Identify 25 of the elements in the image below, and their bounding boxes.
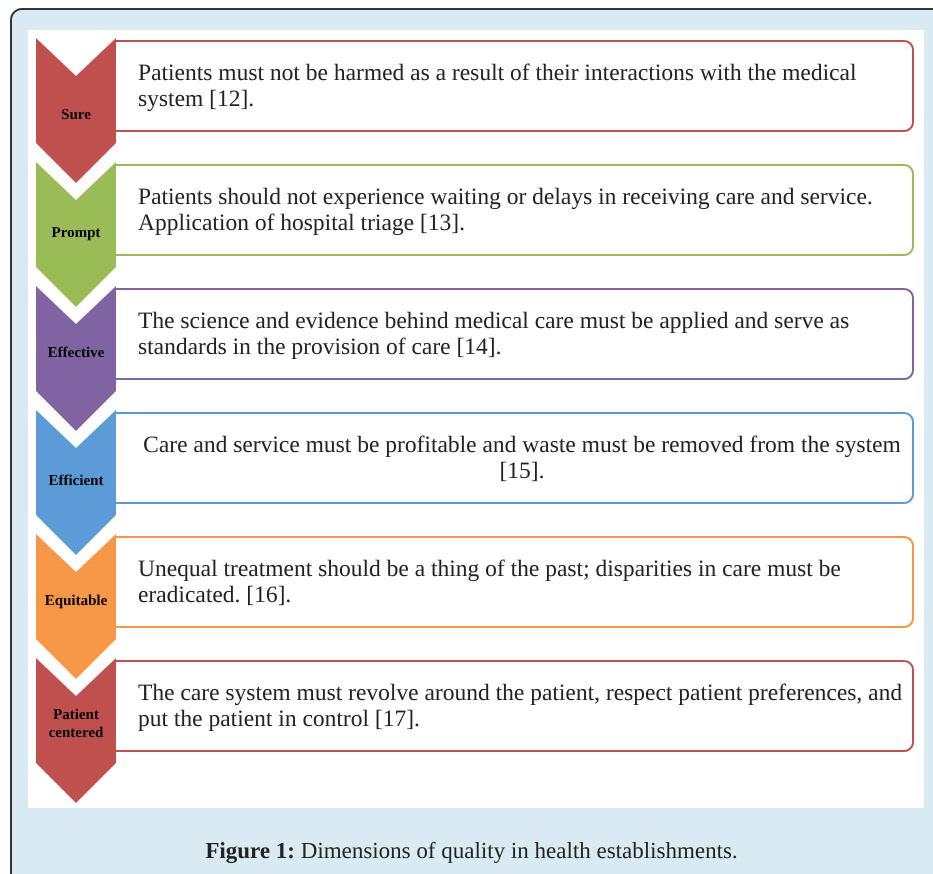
description-text: The science and evidence behind medical care must be applied and serve as standards in the provision of care [14].: [138, 308, 850, 360]
chevron-banner: [36, 38, 116, 183]
description-box: [116, 660, 914, 752]
chevron-banner: [36, 162, 116, 307]
chevron-banner: [36, 534, 116, 679]
figure-caption: Figure 1: Dimensions of quality in health establishments.: [204, 837, 739, 866]
description-text: Care and service must be profitable and waste must be removed from the system [15].: [142, 432, 902, 484]
description-box: [116, 164, 914, 256]
chevron-banner: [36, 286, 116, 431]
chevron-label: Patient centered: [48, 706, 104, 742]
chevron-banner: [36, 658, 116, 803]
chevron-label: Prompt: [50, 224, 102, 242]
description-text: Patients must not be harmed as a result of their interactions with the medical system [12].: [138, 60, 858, 112]
description-box: [116, 288, 914, 380]
chevron-banner: [36, 410, 116, 555]
description-box: [116, 40, 914, 132]
description-text: Unequal treatment should be a thing of the past; disparities in care must be eradicated. [16].: [138, 556, 842, 608]
chevron-label: Equitable: [44, 592, 108, 610]
description-text: Patients should not experience waiting or delays in receiving care and service. Application of hospital triage [13].: [138, 184, 874, 236]
chevron-label: Effective: [46, 344, 106, 362]
description-box: [116, 412, 914, 504]
chevron-label: Efficient: [48, 472, 104, 490]
description-text: The care system must revolve around the patient, respect patient preferences, and put the patient in control [17].: [138, 680, 904, 732]
description-box: [116, 536, 914, 628]
chevron-label: Sure: [60, 106, 92, 124]
